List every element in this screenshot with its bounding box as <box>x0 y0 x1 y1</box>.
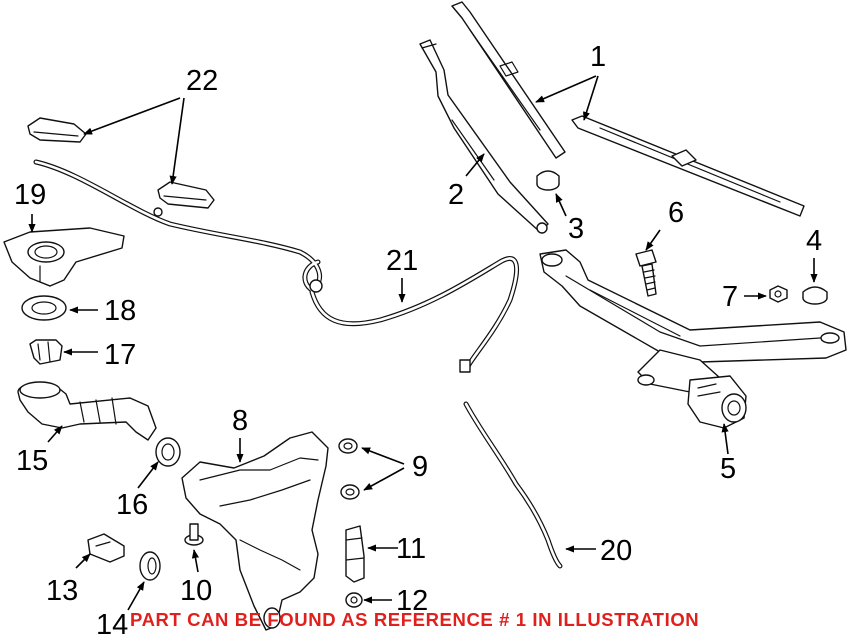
filler-seal <box>21 295 67 321</box>
callout-2: 2 <box>448 179 464 211</box>
callout-9: 9 <box>412 451 428 483</box>
washer-reservoir <box>181 431 329 631</box>
washer-hose <box>33 159 520 373</box>
callout-20: 20 <box>600 535 632 567</box>
arm-nut-cap <box>536 170 560 191</box>
wiper-blade-left <box>451 1 566 159</box>
wiper-motor <box>687 375 747 429</box>
callout-22: 22 <box>186 65 218 97</box>
callout-13: 13 <box>46 575 78 607</box>
level-sensor <box>87 533 125 563</box>
washer-nozzle-a <box>27 117 87 143</box>
callout-11: 11 <box>396 533 426 565</box>
filler-cap <box>29 339 63 365</box>
callout-16: 16 <box>116 489 148 521</box>
filler-neck <box>17 381 157 441</box>
pump-seal <box>345 592 363 608</box>
callout-6: 6 <box>668 197 684 229</box>
callout-19: 19 <box>14 179 46 211</box>
pivot-cap <box>802 286 828 305</box>
filler-grommet <box>155 437 181 467</box>
washer-tube <box>463 401 563 569</box>
drain-plug <box>139 551 161 581</box>
washer-pump <box>345 525 365 583</box>
mounting-bolt <box>635 249 657 297</box>
reservoir-bolt <box>184 523 204 546</box>
callout-17: 17 <box>104 339 136 371</box>
wiper-blade-right <box>571 115 805 217</box>
washer-nozzle-b <box>157 181 215 209</box>
wiper-linkage <box>539 249 847 393</box>
reservoir-cover-bracket <box>3 227 125 287</box>
callout-21: 21 <box>386 245 418 277</box>
callout-5: 5 <box>720 453 736 485</box>
wiper-arm <box>419 39 549 234</box>
pump-grommet-upper <box>338 438 358 454</box>
callout-14: 14 <box>96 609 128 638</box>
callout-7: 7 <box>722 281 738 313</box>
callout-1: 1 <box>590 41 606 73</box>
callout-15: 15 <box>16 445 48 477</box>
callout-3: 3 <box>568 213 584 245</box>
reference-note: PART CAN BE FOUND AS REFERENCE # 1 IN IL… <box>130 609 700 630</box>
callout-8: 8 <box>232 405 248 437</box>
callout-18: 18 <box>104 295 136 327</box>
pivot-nut <box>769 285 788 303</box>
callout-4: 4 <box>806 225 822 257</box>
leader-lines <box>28 75 818 611</box>
pump-grommet-lower <box>340 484 360 500</box>
callout-10: 10 <box>180 575 212 607</box>
callout-12: 12 <box>396 585 428 617</box>
